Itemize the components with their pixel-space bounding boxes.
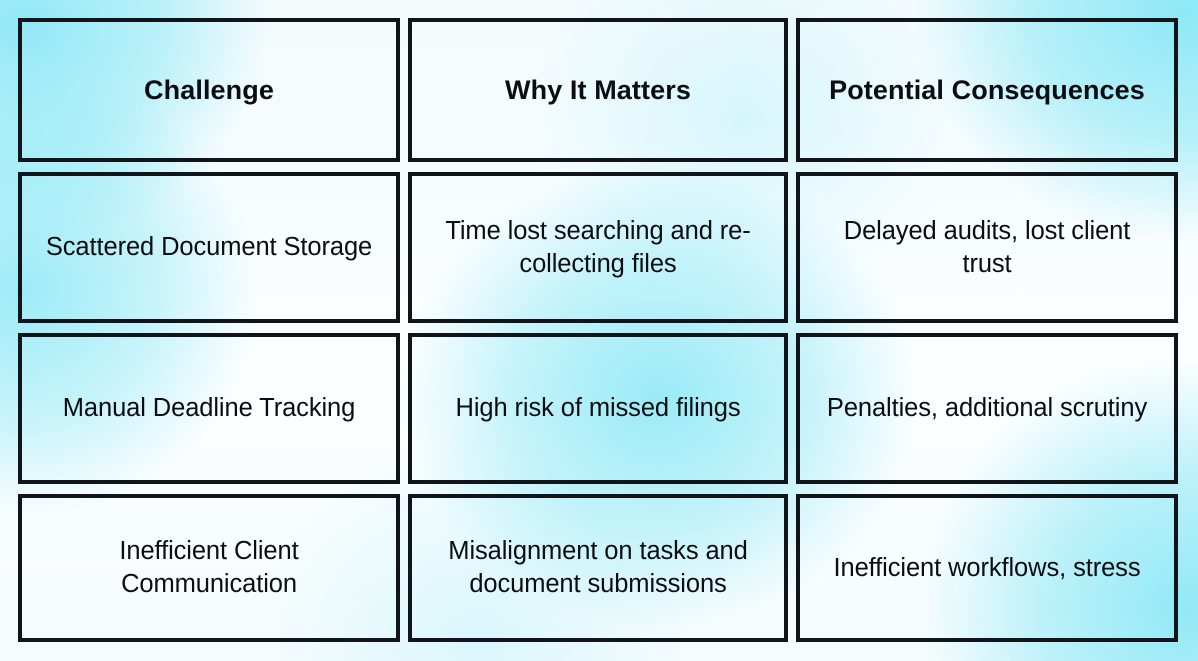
comparison-table: Challenge Why It Matters Potential Conse… xyxy=(18,18,1178,642)
table-row: Manual Deadline Tracking xyxy=(18,333,400,484)
table-row: Penalties, additional scrutiny xyxy=(796,333,1178,484)
cell-potential-consequences-1: Delayed audits, lost client trust xyxy=(843,216,1131,278)
cell-challenge-1: Scattered Document Storage xyxy=(45,233,373,262)
cell-challenge-3: Inefficient Client Communication xyxy=(119,537,299,598)
cell-why-it-matters-3: Misalignment on tasks and document submi… xyxy=(448,537,748,598)
cell-why-it-matters-1: Time lost searching and re-collecting fi… xyxy=(445,216,751,278)
table-header-why-it-matters: Why It Matters xyxy=(408,18,788,162)
cell-challenge-2: Manual Deadline Tracking xyxy=(62,394,356,423)
table-row: Time lost searching and re-collecting fi… xyxy=(408,172,788,323)
header-label-why-it-matters: Why It Matters xyxy=(505,74,691,105)
table-row: Inefficient Client Communication xyxy=(18,494,400,642)
table-row: Scattered Document Storage xyxy=(18,172,400,323)
cell-potential-consequences-3: Inefficient workflows, stress xyxy=(833,553,1141,582)
table-row: Inefficient workflows, stress xyxy=(796,494,1178,642)
table-row: High risk of missed filings xyxy=(408,333,788,484)
header-label-potential-consequences: Potential Consequences xyxy=(829,74,1145,105)
table-header-potential-consequences: Potential Consequences xyxy=(796,18,1178,162)
table-row: Misalignment on tasks and document submi… xyxy=(408,494,788,642)
cell-potential-consequences-2: Penalties, additional scrutiny xyxy=(826,394,1148,423)
table-row: Delayed audits, lost client trust xyxy=(796,172,1178,323)
table-header-challenge: Challenge xyxy=(18,18,400,162)
header-label-challenge: Challenge xyxy=(144,74,274,105)
cell-why-it-matters-2: High risk of missed filings xyxy=(455,394,741,423)
